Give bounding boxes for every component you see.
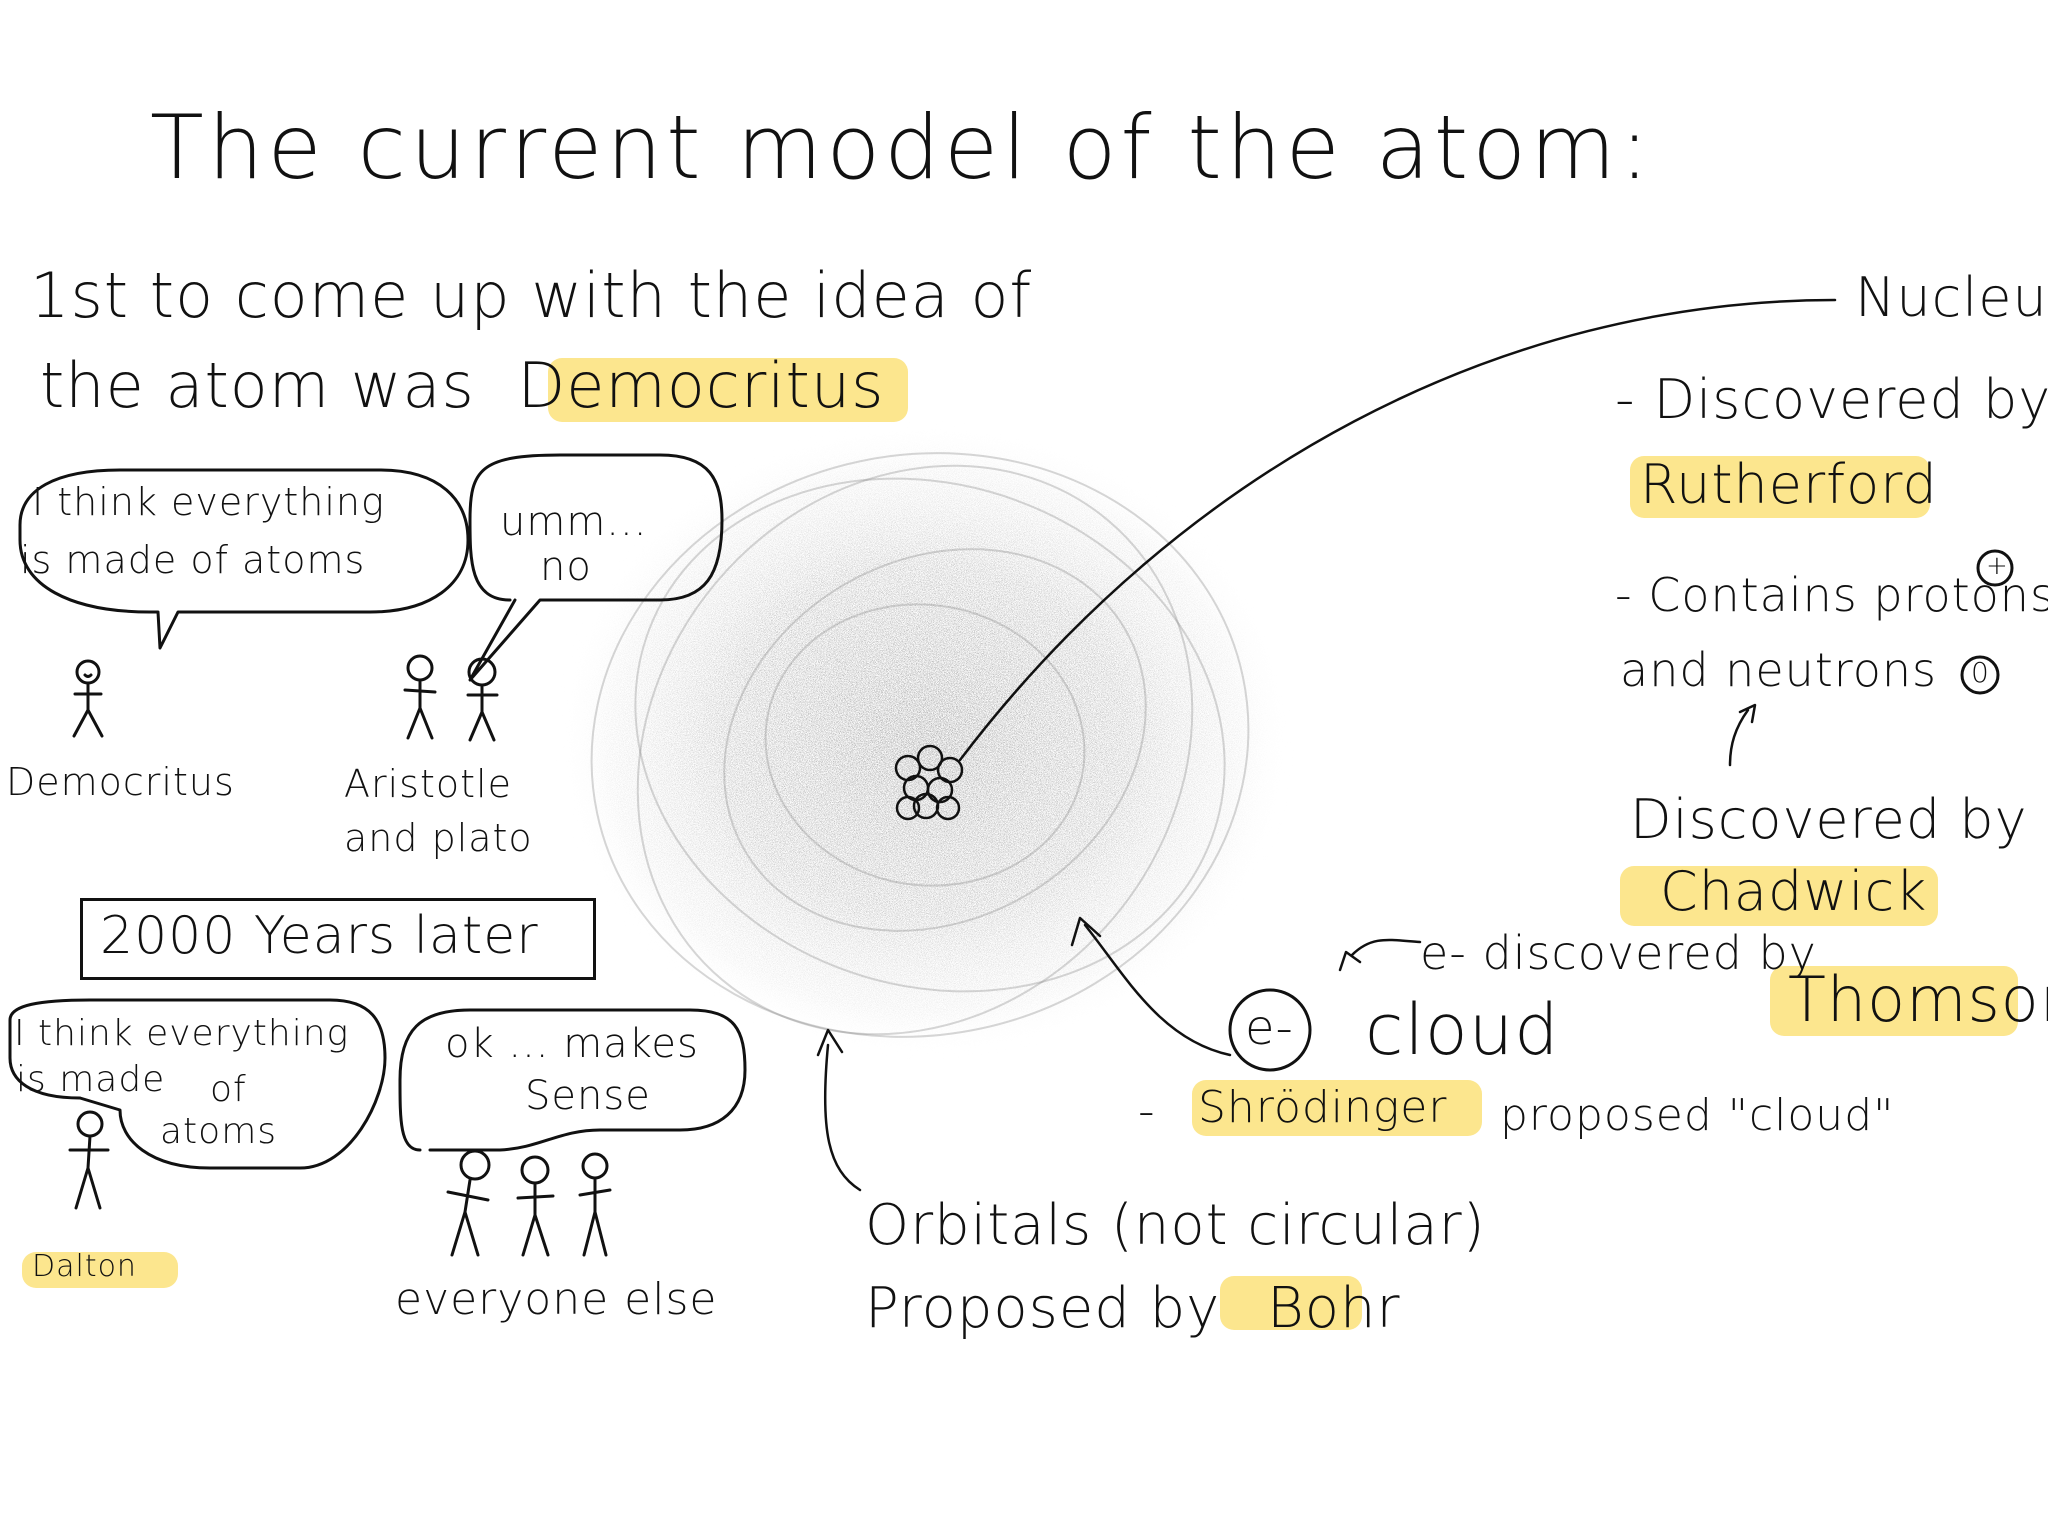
label-democritus: Democritus bbox=[6, 760, 235, 804]
bubble-dalton-line-4: atoms bbox=[160, 1111, 278, 1152]
intro-line-2: the atom was Democritus bbox=[40, 349, 885, 422]
bubble-dalton-line-1: I think everything bbox=[14, 1013, 350, 1054]
orbitals-line-1: Orbitals (not circular) bbox=[865, 1193, 1486, 1258]
highlight-chadwick bbox=[1620, 866, 1938, 926]
highlight-democritus bbox=[548, 358, 908, 422]
stick-figure-aristotle bbox=[403, 654, 437, 740]
speech-bubble-everyone bbox=[398, 1008, 747, 1152]
arrow-chadwick-to-neutrons bbox=[1728, 703, 1757, 767]
proton-symbol: + bbox=[1986, 551, 2009, 581]
bubble-dalton-line-3: of bbox=[210, 1069, 247, 1110]
arrow-thomson-to-electron bbox=[1338, 938, 1422, 972]
bubble-everyone-line-1: ok ... makes bbox=[445, 1021, 699, 1067]
neutron-symbol-ring bbox=[1960, 655, 2000, 695]
neutron-discovered-by: Discovered by bbox=[1630, 788, 2028, 851]
stick-figure-everyone-3 bbox=[578, 1152, 612, 1257]
bubble-democritus-line-2: is made of atoms bbox=[20, 538, 366, 582]
bubble-aristotle-line-2: no bbox=[540, 544, 592, 590]
highlight-rutherford bbox=[1630, 456, 1930, 518]
proton-symbol-ring bbox=[1976, 549, 2014, 587]
stick-figure-everyone-1 bbox=[446, 1149, 491, 1257]
electron-symbol-ring bbox=[1228, 988, 1312, 1072]
orbitals-line-2: Proposed by Bohr bbox=[865, 1278, 1401, 1340]
intro-line-2-prefix: the atom was bbox=[40, 349, 475, 422]
label-dalton: Dalton bbox=[32, 1249, 137, 1284]
label-aristotle-line-1: Aristotle bbox=[344, 762, 512, 806]
electron-discovered-by: e- discovered by bbox=[1420, 926, 1817, 980]
electron-cloud-label: cloud bbox=[1365, 989, 1560, 1071]
intro-democritus: Democritus bbox=[517, 349, 885, 422]
later-banner-box bbox=[80, 898, 596, 980]
orbitals-bohr: Bohr bbox=[1267, 1276, 1401, 1341]
electron-shrodinger: Shrödinger bbox=[1198, 1082, 1448, 1133]
stick-figure-plato bbox=[466, 657, 499, 742]
highlight-dalton bbox=[22, 1252, 178, 1288]
highlight-shrodinger bbox=[1192, 1080, 1482, 1136]
stick-figure-everyone-2 bbox=[516, 1155, 555, 1257]
later-banner: 2000 Years later bbox=[100, 906, 539, 966]
nucleus-chadwick: Chadwick bbox=[1660, 860, 1928, 923]
nucleus-rutherford: Rutherford bbox=[1640, 453, 1938, 516]
nucleus-contains-line-2: and neutrons bbox=[1620, 643, 1937, 697]
label-everyone-else: everyone else bbox=[395, 1274, 718, 1325]
speech-bubble-aristotle bbox=[468, 453, 724, 682]
bubble-democritus-line-1: I think everything bbox=[32, 480, 385, 524]
bubble-dalton-line-2: is made bbox=[16, 1059, 166, 1100]
nucleus-discovered-by: - Discovered by bbox=[1615, 368, 2048, 431]
nucleus-heading: Nucleus bbox=[1855, 266, 2048, 329]
proposed-cloud: proposed "cloud" bbox=[1500, 1090, 1895, 1141]
bubble-aristotle-line-1: umm... bbox=[500, 499, 648, 545]
arrow-nucleus-to-label bbox=[958, 298, 1837, 762]
electron-thomson: Thomson bbox=[1788, 963, 2048, 1036]
nucleus-icon bbox=[894, 744, 964, 821]
neutron-symbol: 0 bbox=[1971, 656, 1990, 689]
intro-line-1: 1st to come up with the idea of bbox=[30, 259, 1033, 332]
speech-bubble-dalton bbox=[8, 998, 387, 1170]
speech-bubble-democritus bbox=[18, 468, 470, 650]
orbitals-proposed-by: Proposed by bbox=[865, 1276, 1221, 1341]
electron-cloud bbox=[555, 420, 1295, 1060]
shrodinger-dash: - bbox=[1138, 1084, 1156, 1138]
label-aristotle-line-2: and plato bbox=[344, 816, 533, 860]
nucleus-contains-line-1: - Contains protons bbox=[1615, 568, 2048, 622]
page-title: The current model of the atom: bbox=[150, 96, 1654, 199]
highlight-thomson bbox=[1770, 966, 2018, 1036]
arrow-orbitals-to-cloud bbox=[816, 1028, 862, 1192]
stick-figure-dalton bbox=[68, 1110, 110, 1210]
arrow-cloud-to-electron-cloud bbox=[1070, 916, 1232, 1057]
highlight-bohr bbox=[1220, 1276, 1362, 1330]
stick-figure-democritus bbox=[72, 659, 104, 738]
bubble-everyone-line-2: Sense bbox=[525, 1073, 651, 1119]
electron-symbol: e- bbox=[1245, 1000, 1294, 1056]
